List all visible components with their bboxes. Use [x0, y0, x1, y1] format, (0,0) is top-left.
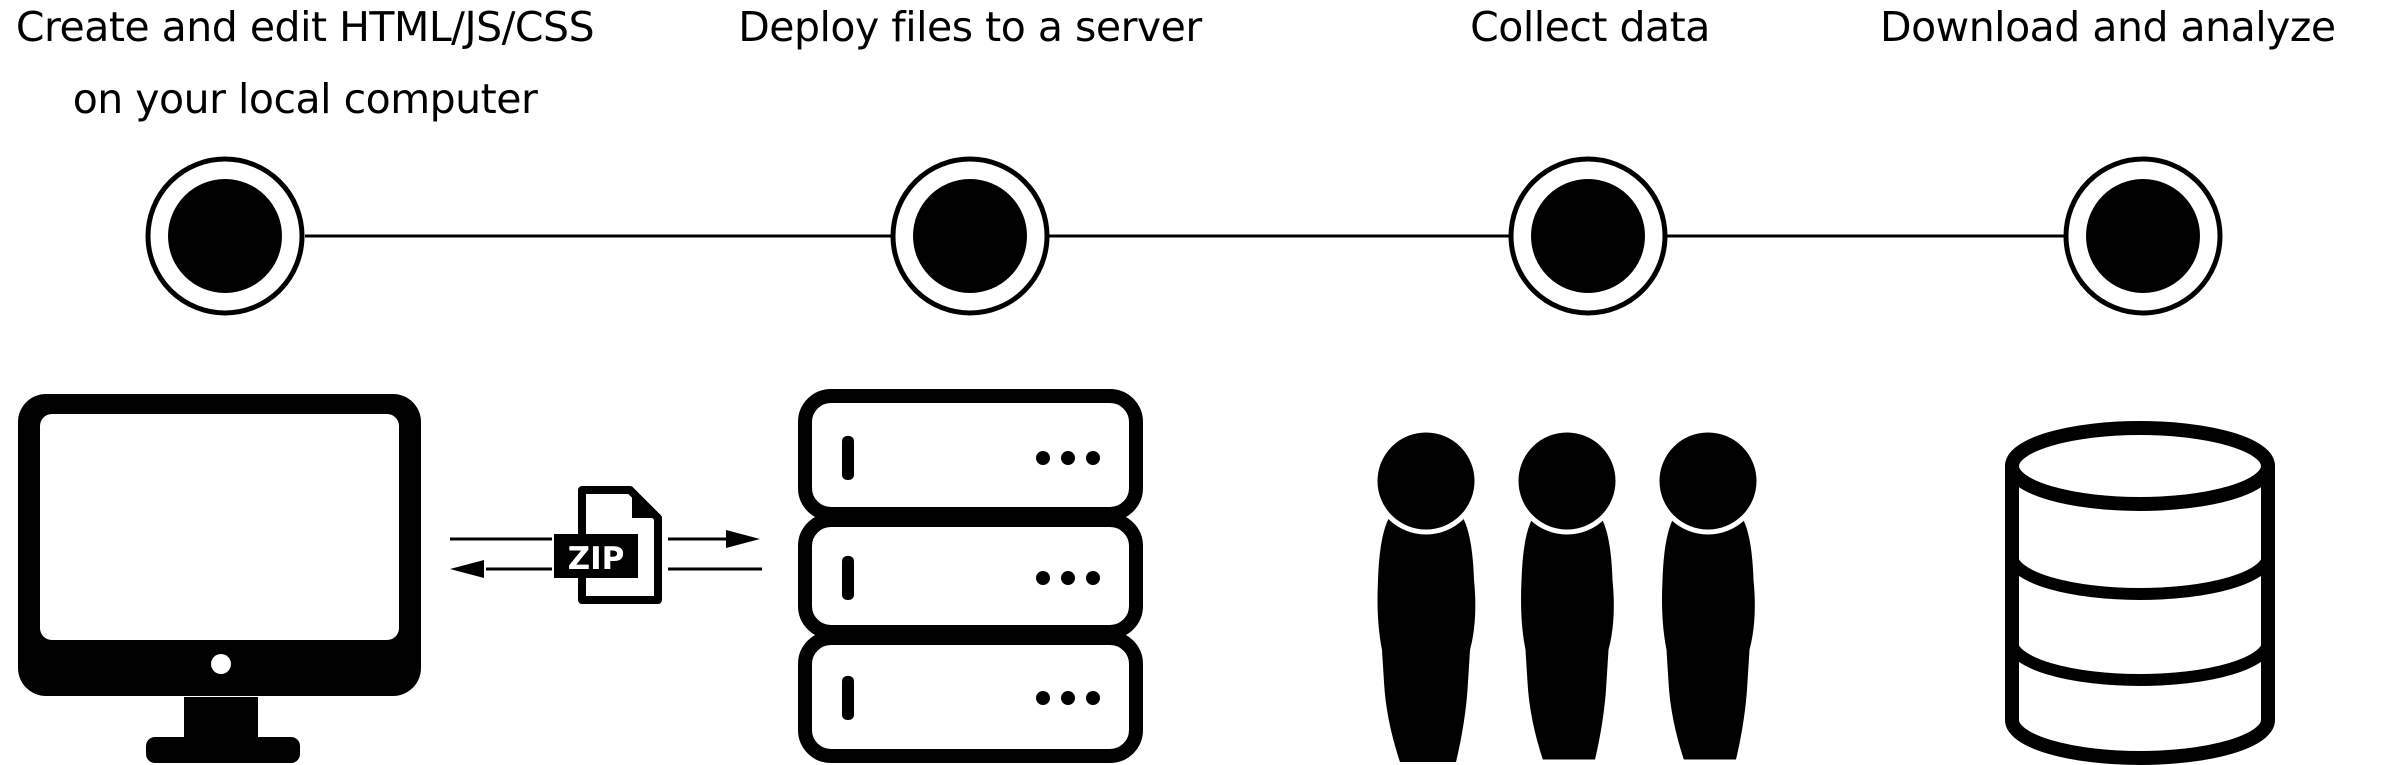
server-unit-1	[798, 389, 1143, 521]
step-1-label: Create and edit HTML/JS/CSS on your loca…	[0, 0, 610, 135]
arrow-right-icon	[726, 530, 760, 548]
step-4-marker	[2063, 156, 2223, 316]
server-unit-2	[798, 513, 1143, 639]
step-2-label: Deploy files to a server	[700, 0, 1240, 63]
step-3-label: Collect data	[1400, 0, 1780, 63]
server-rack-icon	[798, 389, 1143, 763]
step-3-marker	[1508, 156, 1668, 316]
transfer-arrows	[450, 530, 762, 578]
step-2-label-line-1: Deploy files to a server	[738, 3, 1202, 51]
server-unit-3	[798, 631, 1143, 763]
step-2-marker	[890, 156, 1050, 316]
step-1-marker	[145, 156, 305, 316]
database-icon	[2005, 421, 2275, 765]
zip-file-icon: ZIP	[554, 486, 662, 604]
step-4-label-line-1: Download and analyze	[1880, 3, 2336, 51]
person-icon	[1513, 427, 1621, 765]
step-4-label: Download and analyze	[1880, 0, 2381, 63]
people-group-icon	[1372, 427, 1762, 765]
zip-badge-label: ZIP	[568, 541, 625, 577]
step-3-label-line-1: Collect data	[1470, 3, 1710, 51]
step-1-label-line-2: on your local computer	[72, 75, 538, 123]
step-1-label-line-1: Create and edit HTML/JS/CSS	[15, 3, 595, 51]
person-icon	[1654, 427, 1762, 765]
arrow-left-icon	[450, 560, 484, 578]
person-icon	[1372, 427, 1480, 762]
desktop-monitor-icon	[18, 394, 421, 763]
